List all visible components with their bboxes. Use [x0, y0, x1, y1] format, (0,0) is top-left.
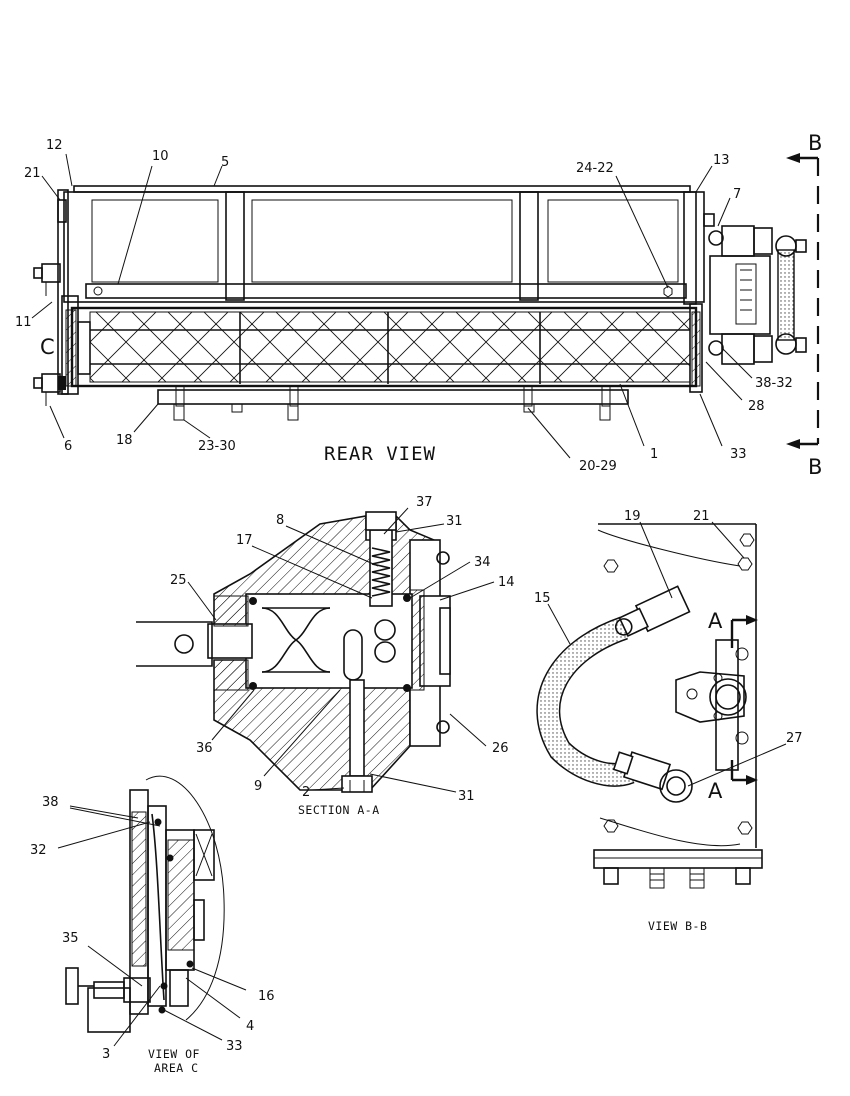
callout-28: 28	[748, 399, 765, 414]
section-b-marker-bottom: B	[808, 455, 822, 479]
callout-38-32: 38-32	[755, 376, 793, 391]
area-c-marker: C	[40, 335, 55, 359]
callout-31-top: 31	[446, 514, 463, 529]
callout-4: 4	[246, 1019, 254, 1034]
callout-8: 8	[276, 513, 284, 528]
callout-25: 25	[170, 573, 187, 588]
callout-35: 35	[62, 931, 79, 946]
section-a-marker-bottom: A	[708, 779, 723, 803]
callout-3: 3	[102, 1047, 110, 1062]
callout-15: 15	[534, 591, 551, 606]
rear-view: B B C 12 21 10 5 24-22 13 7 11 6 18 23-3…	[15, 131, 822, 479]
callout-20-29: 20-29	[579, 459, 617, 474]
callout-34: 34	[474, 555, 491, 570]
callout-17: 17	[236, 533, 253, 548]
section-a-a: 37 8 31 17 34 14 25 36 9 2 31 26 SECTION…	[136, 495, 515, 817]
callout-14: 14	[498, 575, 515, 590]
rear-view-title: REAR VIEW	[324, 443, 436, 465]
callout-13: 13	[713, 153, 730, 168]
callout-5: 5	[221, 155, 229, 170]
view-c-title-line1: VIEW OF	[148, 1047, 200, 1061]
callout-21-bb: 21	[693, 509, 710, 524]
callout-9: 9	[254, 779, 262, 794]
callout-6: 6	[64, 439, 72, 454]
callout-26: 26	[492, 741, 509, 756]
callout-37: 37	[416, 495, 433, 510]
callout-36: 36	[196, 741, 213, 756]
view-c-title-line2: AREA C	[154, 1061, 199, 1075]
section-b-marker-top: B	[808, 131, 822, 155]
callout-32-c: 32	[30, 843, 47, 858]
view-b-b-title: VIEW B-B	[648, 919, 707, 933]
callout-21: 21	[24, 166, 41, 181]
view-b-b: A A 19 21	[534, 509, 803, 933]
callout-24-22: 24-22	[576, 161, 614, 176]
callout-27: 27	[786, 731, 803, 746]
callout-18: 18	[116, 433, 133, 448]
callout-12: 12	[46, 138, 63, 153]
callout-1: 1	[650, 447, 658, 462]
callout-11: 11	[15, 315, 32, 330]
callout-10: 10	[152, 149, 169, 164]
callout-33: 33	[730, 447, 747, 462]
section-a-a-title: SECTION A-A	[298, 803, 380, 817]
callout-31-bottom: 31	[458, 789, 475, 804]
callout-23-30: 23-30	[198, 439, 236, 454]
callout-7: 7	[733, 187, 741, 202]
callout-2: 2	[302, 785, 310, 800]
view-area-c: 38 32 35 16 4 3 33 VIEW OF AREA C	[30, 775, 275, 1075]
section-a-marker-top: A	[708, 609, 723, 633]
callout-16: 16	[258, 989, 275, 1004]
callout-33-c: 33	[226, 1039, 243, 1054]
callout-38-c: 38	[42, 795, 59, 810]
callout-19: 19	[624, 509, 641, 524]
